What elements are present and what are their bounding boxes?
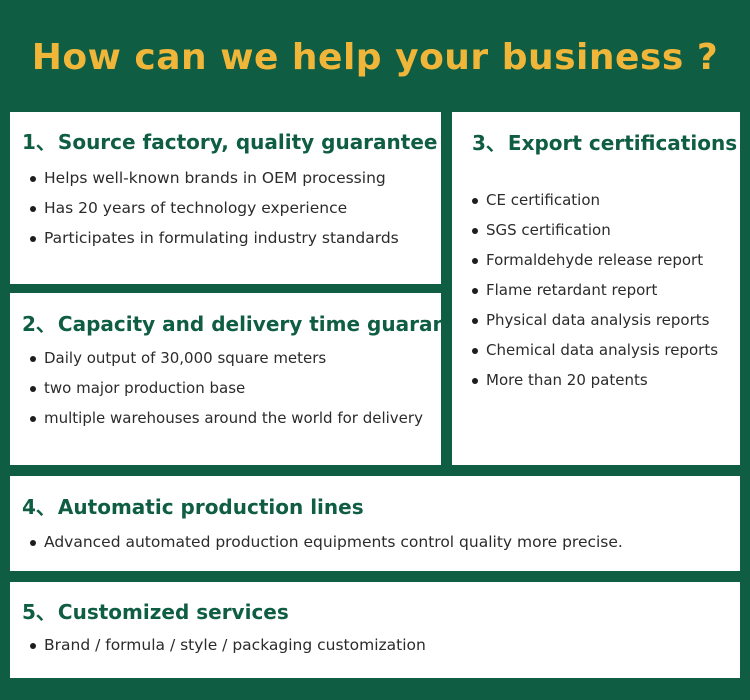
card-title-text: Source factory, quality guarantee [57,130,438,154]
list-item: Has 20 years of technology experience [22,193,399,223]
bullet-list: Daily output of 30,000 square meters two… [22,343,423,433]
list-item-text: Helps well-known brands in OEM processin… [44,169,386,187]
list-item: Daily output of 30,000 square meters [22,343,423,373]
list-item: Helps well-known brands in OEM processin… [22,163,399,193]
list-item: multiple warehouses around the world for… [22,403,423,433]
bullet-icon [472,377,478,384]
page-headline: How can we help your business ? [31,37,719,78]
list-item: two major production base [22,373,423,403]
bullet-icon [472,317,478,324]
list-item-text: SGS certification [486,221,611,239]
list-item: Flame retardant report [464,275,718,305]
bullet-list: Helps well-known brands in OEM processin… [22,163,399,253]
card-title-text: Automatic production lines [57,495,364,519]
list-item: SGS certification [464,215,718,245]
bullet-icon [30,539,36,546]
list-item-text: Has 20 years of technology experience [44,199,348,217]
bullet-list: CE certification SGS certification Forma… [464,185,718,395]
list-item-text: multiple warehouses around the world for… [44,409,423,427]
card-number: 5、 [22,600,56,624]
card-number: 4、 [22,495,56,519]
bullet-icon [30,175,36,182]
card-title-text: Export certifications [507,131,738,155]
list-item-text: two major production base [44,379,246,397]
card-title-text: Capacity and delivery time guarantee [57,312,484,336]
bullet-icon [472,197,478,204]
list-item-text: Participates in formulating industry sta… [44,229,399,247]
list-item: Participates in formulating industry sta… [22,223,399,253]
list-item: CE certification [464,185,718,215]
bullet-icon [30,642,36,649]
bullet-icon [472,287,478,294]
list-item-text: Chemical data analysis reports [486,341,719,359]
card-customized-services: 5、Customized services Brand / formula / … [10,582,740,678]
bullet-icon [30,415,36,422]
list-item: Formaldehyde release report [464,245,718,275]
bullet-icon [472,257,478,264]
card-capacity: 2、Capacity and delivery time guarantee D… [10,293,483,465]
bullet-icon [472,227,478,234]
bullet-icon [30,205,36,212]
list-item-text: Flame retardant report [486,281,658,299]
bullet-icon [472,347,478,354]
card-production-lines: 4、Automatic production lines Advanced au… [10,476,740,571]
card-title: 4、Automatic production lines [22,493,364,521]
list-item-text: Daily output of 30,000 square meters [44,349,327,367]
bullet-icon [30,235,36,242]
list-item-text: Physical data analysis reports [486,311,710,329]
list-item: Advanced automated production equipments… [22,527,623,557]
bullet-icon [30,385,36,392]
card-number: 1、 [22,130,56,154]
card-source-factory: 1、Source factory, quality guarantee Help… [10,112,441,284]
list-item-text: CE certification [486,191,601,209]
card-title-text: Customized services [57,600,289,624]
list-item: More than 20 patents [464,365,718,395]
list-item-text: Brand / formula / style / packaging cust… [44,636,426,654]
card-title: 1、Source factory, quality guarantee [22,128,437,156]
bullet-icon [30,355,36,362]
list-item-text: Formaldehyde release report [486,251,704,269]
card-number: 2、 [22,312,56,336]
list-item: Physical data analysis reports [464,305,718,335]
bullet-list: Advanced automated production equipments… [22,527,623,557]
card-export-certifications: 3、Export certifications CE certification… [452,112,740,465]
list-item: Chemical data analysis reports [464,335,718,365]
card-number: 3、 [472,131,506,155]
list-item-text: Advanced automated production equipments… [44,533,623,551]
card-title: 3、Export certifications [472,129,737,157]
list-item-text: More than 20 patents [486,371,648,389]
list-item: Brand / formula / style / packaging cust… [22,630,426,660]
bullet-list: Brand / formula / style / packaging cust… [22,630,426,660]
card-title: 2、Capacity and delivery time guarantee [22,310,483,338]
card-title: 5、Customized services [22,598,289,626]
